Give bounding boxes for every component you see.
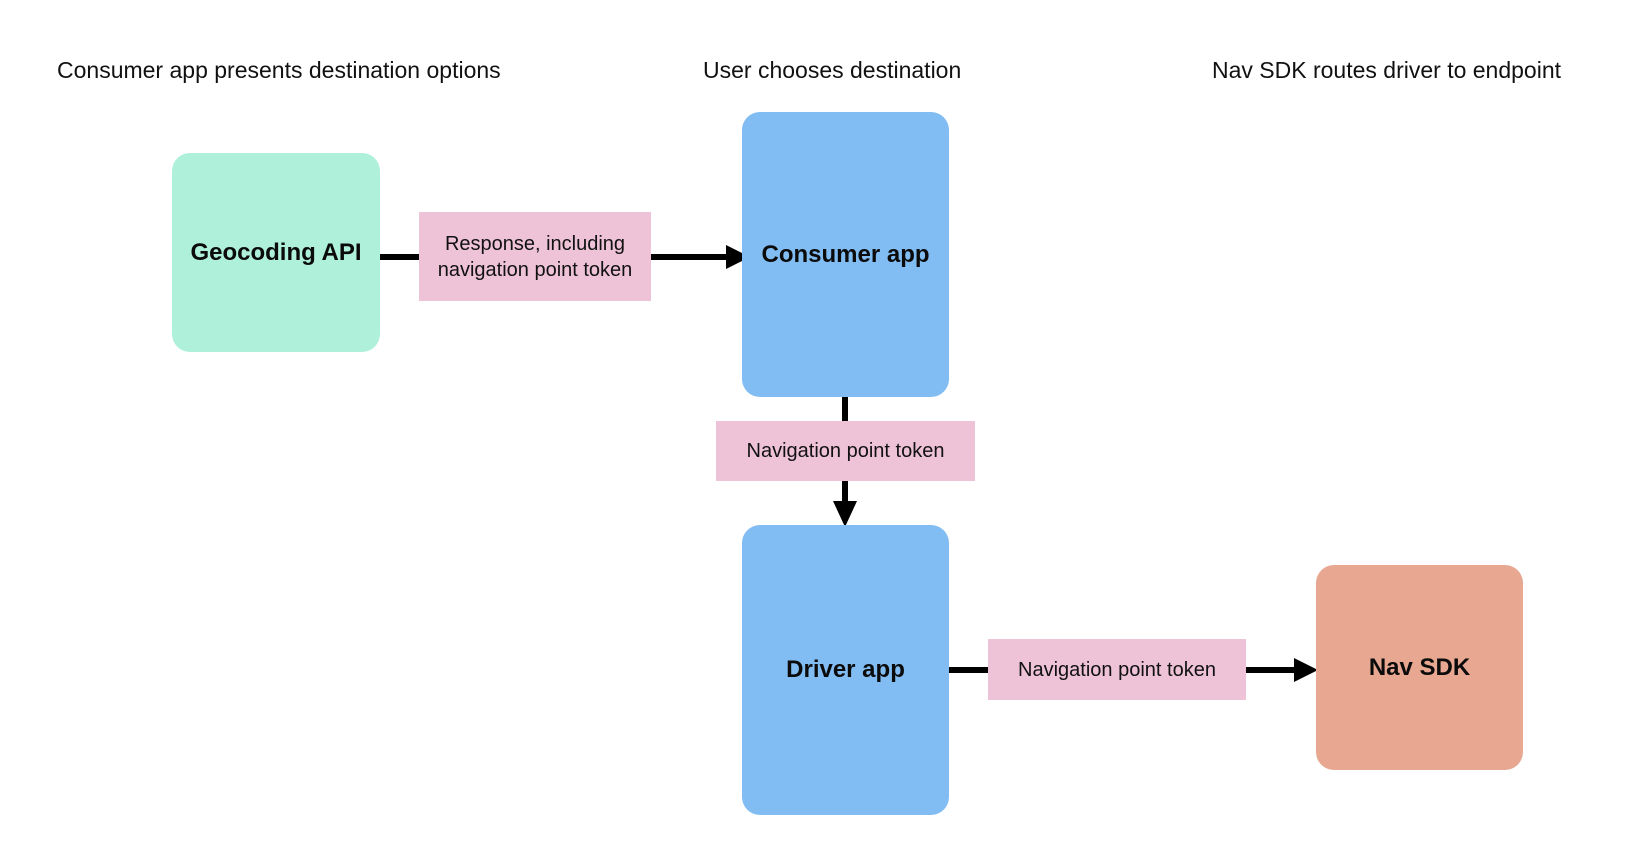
- node-geocoding-api[interactable]: Geocoding API: [172, 153, 380, 352]
- node-driver-app[interactable]: Driver app: [742, 525, 949, 815]
- edge-label-navigation-point-token-driver-to-navsdk: Navigation point token: [988, 639, 1246, 700]
- column-header-consumer: Consumer app presents destination option…: [57, 57, 501, 83]
- column-header-user-chooses: User chooses destination: [703, 57, 962, 83]
- node-consumer-app[interactable]: Consumer app: [742, 112, 949, 397]
- edge-label-navigation-point-token-consumer-to-driver: Navigation point token: [716, 421, 975, 481]
- column-header-nav-sdk: Nav SDK routes driver to endpoint: [1212, 57, 1562, 83]
- edge-label-response-including-navigation-point-token: Response, including navigation point tok…: [419, 212, 651, 301]
- node-nav-sdk[interactable]: Nav SDK: [1316, 565, 1523, 770]
